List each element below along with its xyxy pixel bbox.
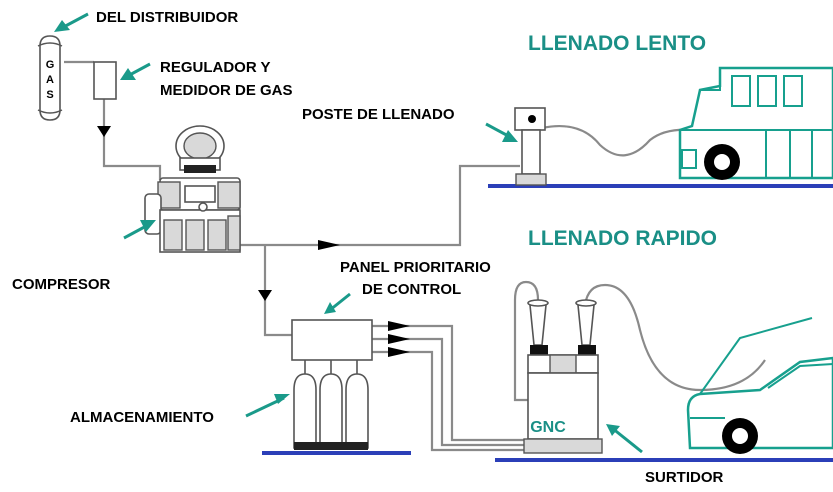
heading-llenado-rapido: LLENADO RAPIDO [528,227,717,250]
label-surtidor: SURTIDOR [645,469,724,486]
label-almacenamiento: ALMACENAMIENTO [70,409,214,426]
label-pointers [54,12,643,454]
label-regulador-line1: REGULADOR Y [160,59,271,76]
gas-letter-a: A [46,74,54,86]
label-panel-line2: DE CONTROL [362,281,461,298]
regulator-meter-box [93,61,117,100]
label-panel-line1: PANEL PRIORITARIO [340,259,491,276]
school-bus [678,66,833,180]
label-poste-de-llenado: POSTE DE LLENADO [302,106,455,123]
heading-llenado-lento: LLENADO LENTO [528,32,706,55]
priority-control-panel [291,319,373,361]
label-del-distribuidor: DEL DISTRIBUIDOR [96,9,238,26]
compressor-unit [144,125,241,253]
label-compresor: COMPRESOR [12,276,111,293]
flow-arrows [97,126,410,357]
dispenser: GNC [523,299,603,454]
gas-pipes [64,60,766,452]
gas-supply-cylinder: G A S [37,35,63,121]
gnc-label: GNC [530,419,566,436]
car [686,317,833,454]
gas-letter-g: G [46,59,55,71]
storage-cylinders [293,358,369,450]
gas-letter-s: S [46,89,53,101]
slow-fill-post [514,107,547,186]
label-regulador-line2: MEDIDOR DE GAS [160,82,293,99]
